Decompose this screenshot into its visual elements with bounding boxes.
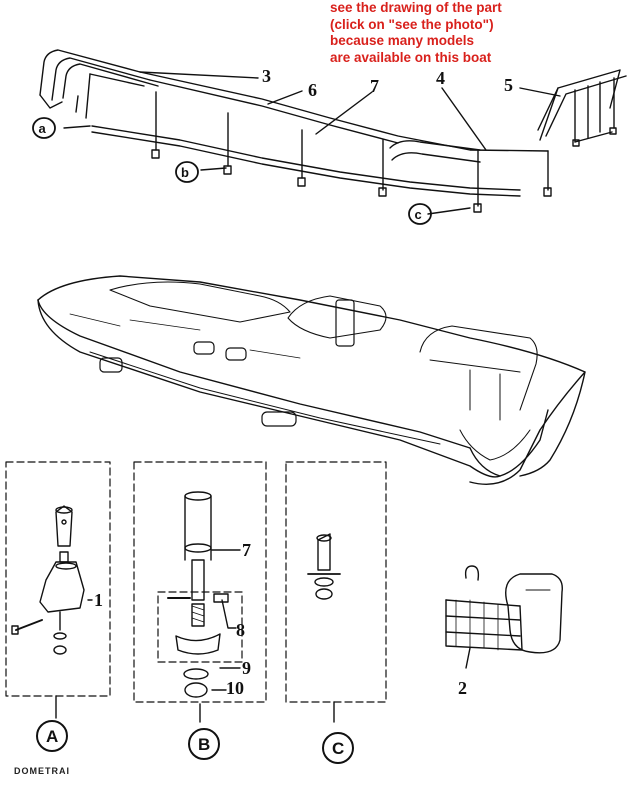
note-line-3: because many models	[330, 33, 475, 48]
detail-A-hardware: 1	[12, 506, 103, 654]
note-line-1: see the drawing of the part	[330, 0, 502, 15]
boat-hull	[38, 276, 585, 484]
callout-10: 10	[226, 678, 244, 698]
footer-fragment: DOMETRAI	[14, 766, 70, 776]
callout-5: 5	[504, 75, 513, 95]
callout-8: 8	[236, 620, 245, 640]
detail-label-B: B	[198, 735, 210, 754]
circle-label-c: c	[415, 207, 422, 222]
detail-label-C: C	[332, 739, 344, 758]
detail-box-C	[286, 462, 386, 702]
callout-3: 3	[262, 66, 271, 86]
fender-basket: 2	[446, 566, 562, 698]
detail-labels: A B C	[37, 696, 353, 763]
red-note: see the drawing of the part (click on "s…	[330, 0, 630, 66]
callout-7-detail: 7	[242, 540, 251, 560]
callout-6: 6	[308, 80, 317, 100]
callout-4: 4	[436, 68, 445, 88]
circle-label-a: a	[39, 121, 47, 136]
detail-box-A	[6, 462, 110, 696]
detail-label-A: A	[46, 727, 58, 746]
detail-B-hardware: 7 8 9 10	[168, 492, 251, 698]
detail-boxes	[6, 462, 386, 702]
detail-box-B	[134, 462, 266, 702]
detail-C-hardware	[308, 534, 340, 599]
detail-inner-box	[158, 592, 242, 662]
note-line-2: (click on "see the photo")	[330, 16, 494, 32]
callout-9: 9	[242, 658, 251, 678]
railing-assembly: 3 6 7 4 5 a b c	[33, 50, 626, 224]
circle-label-b: b	[181, 165, 189, 180]
note-line-4: are available on this boat	[330, 49, 492, 65]
callout-7-top: 7	[370, 76, 379, 96]
callout-1: 1	[94, 590, 103, 610]
callout-2: 2	[458, 678, 467, 698]
